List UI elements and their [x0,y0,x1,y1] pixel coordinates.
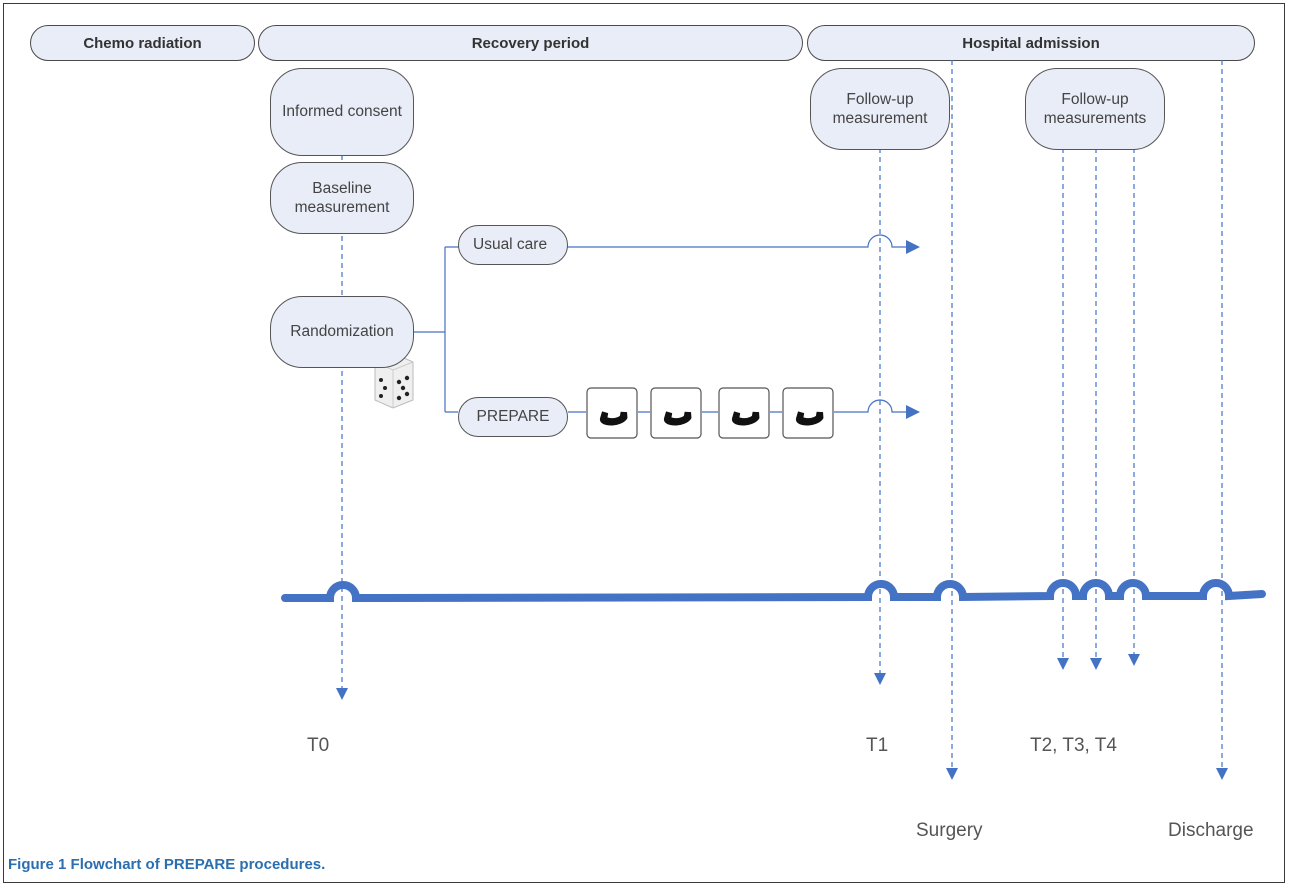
node-label: Usual care [473,236,548,254]
node-label-line1: Follow-up [846,90,914,108]
t4-arrowhead [1128,654,1140,666]
caption-text: Flowchart of PREPARE procedures. [70,856,326,873]
figure-caption: Figure 1 Flowchart of PREPARE procedures… [8,856,325,873]
discharge-arrowhead [1216,768,1228,780]
node-label: PREPARE [476,408,550,426]
timeline [281,579,1266,603]
node-label: Informed consent [282,103,402,121]
t2-arrowhead [1057,658,1069,670]
usual-care-arrow [458,234,906,248]
phone-icon [718,387,770,439]
t234-label: T2, T3, T4 [1030,735,1117,756]
prepare-arrowhead [906,405,920,419]
node-label-line2: measurement [294,199,390,216]
node-label-line1: Follow-up [1061,90,1129,108]
surgery-label: Surgery [916,820,983,841]
phase-recovery-period: Recovery period [258,25,803,61]
node-label-line2: measurements [1043,110,1147,127]
informed-consent-node: Informed consent [270,68,414,156]
phase-label: Chemo radiation [83,34,202,52]
usual-care-node: Usual care [458,225,568,265]
node-label-line1: Baseline [312,179,372,197]
usual-care-arrowhead [906,240,920,254]
phase-hospital-admission: Hospital admission [807,25,1255,61]
node-label: Randomization [290,323,394,341]
t3-arrowhead [1090,658,1102,670]
t0-label: T0 [307,735,330,756]
phase-label: Hospital admission [962,34,1100,52]
prepare-arrow [568,399,906,413]
phase-chemo-radiation: Chemo radiation [30,25,255,61]
branch-connector [413,246,458,413]
phone-icon [782,387,834,439]
followup-measurements-node: Follow-up measurements [1025,68,1165,150]
phone-icon [650,387,702,439]
t0-arrowhead [336,688,348,700]
node-label-line2: measurement [832,110,928,127]
t1-label: T1 [866,735,889,756]
followup-measurement-node: Follow-up measurement [810,68,950,150]
surgery-arrowhead [946,768,958,780]
figure-frame [3,3,1285,883]
phone-icon [586,387,638,439]
phase-label: Recovery period [471,34,590,52]
baseline-measurement-node: Baseline measurement [270,162,414,234]
randomization-node: Randomization [270,296,414,368]
t1-arrowhead [874,673,886,685]
caption-label: Figure 1 [8,856,67,873]
prepare-node: PREPARE [458,397,568,437]
discharge-label: Discharge [1168,820,1254,841]
